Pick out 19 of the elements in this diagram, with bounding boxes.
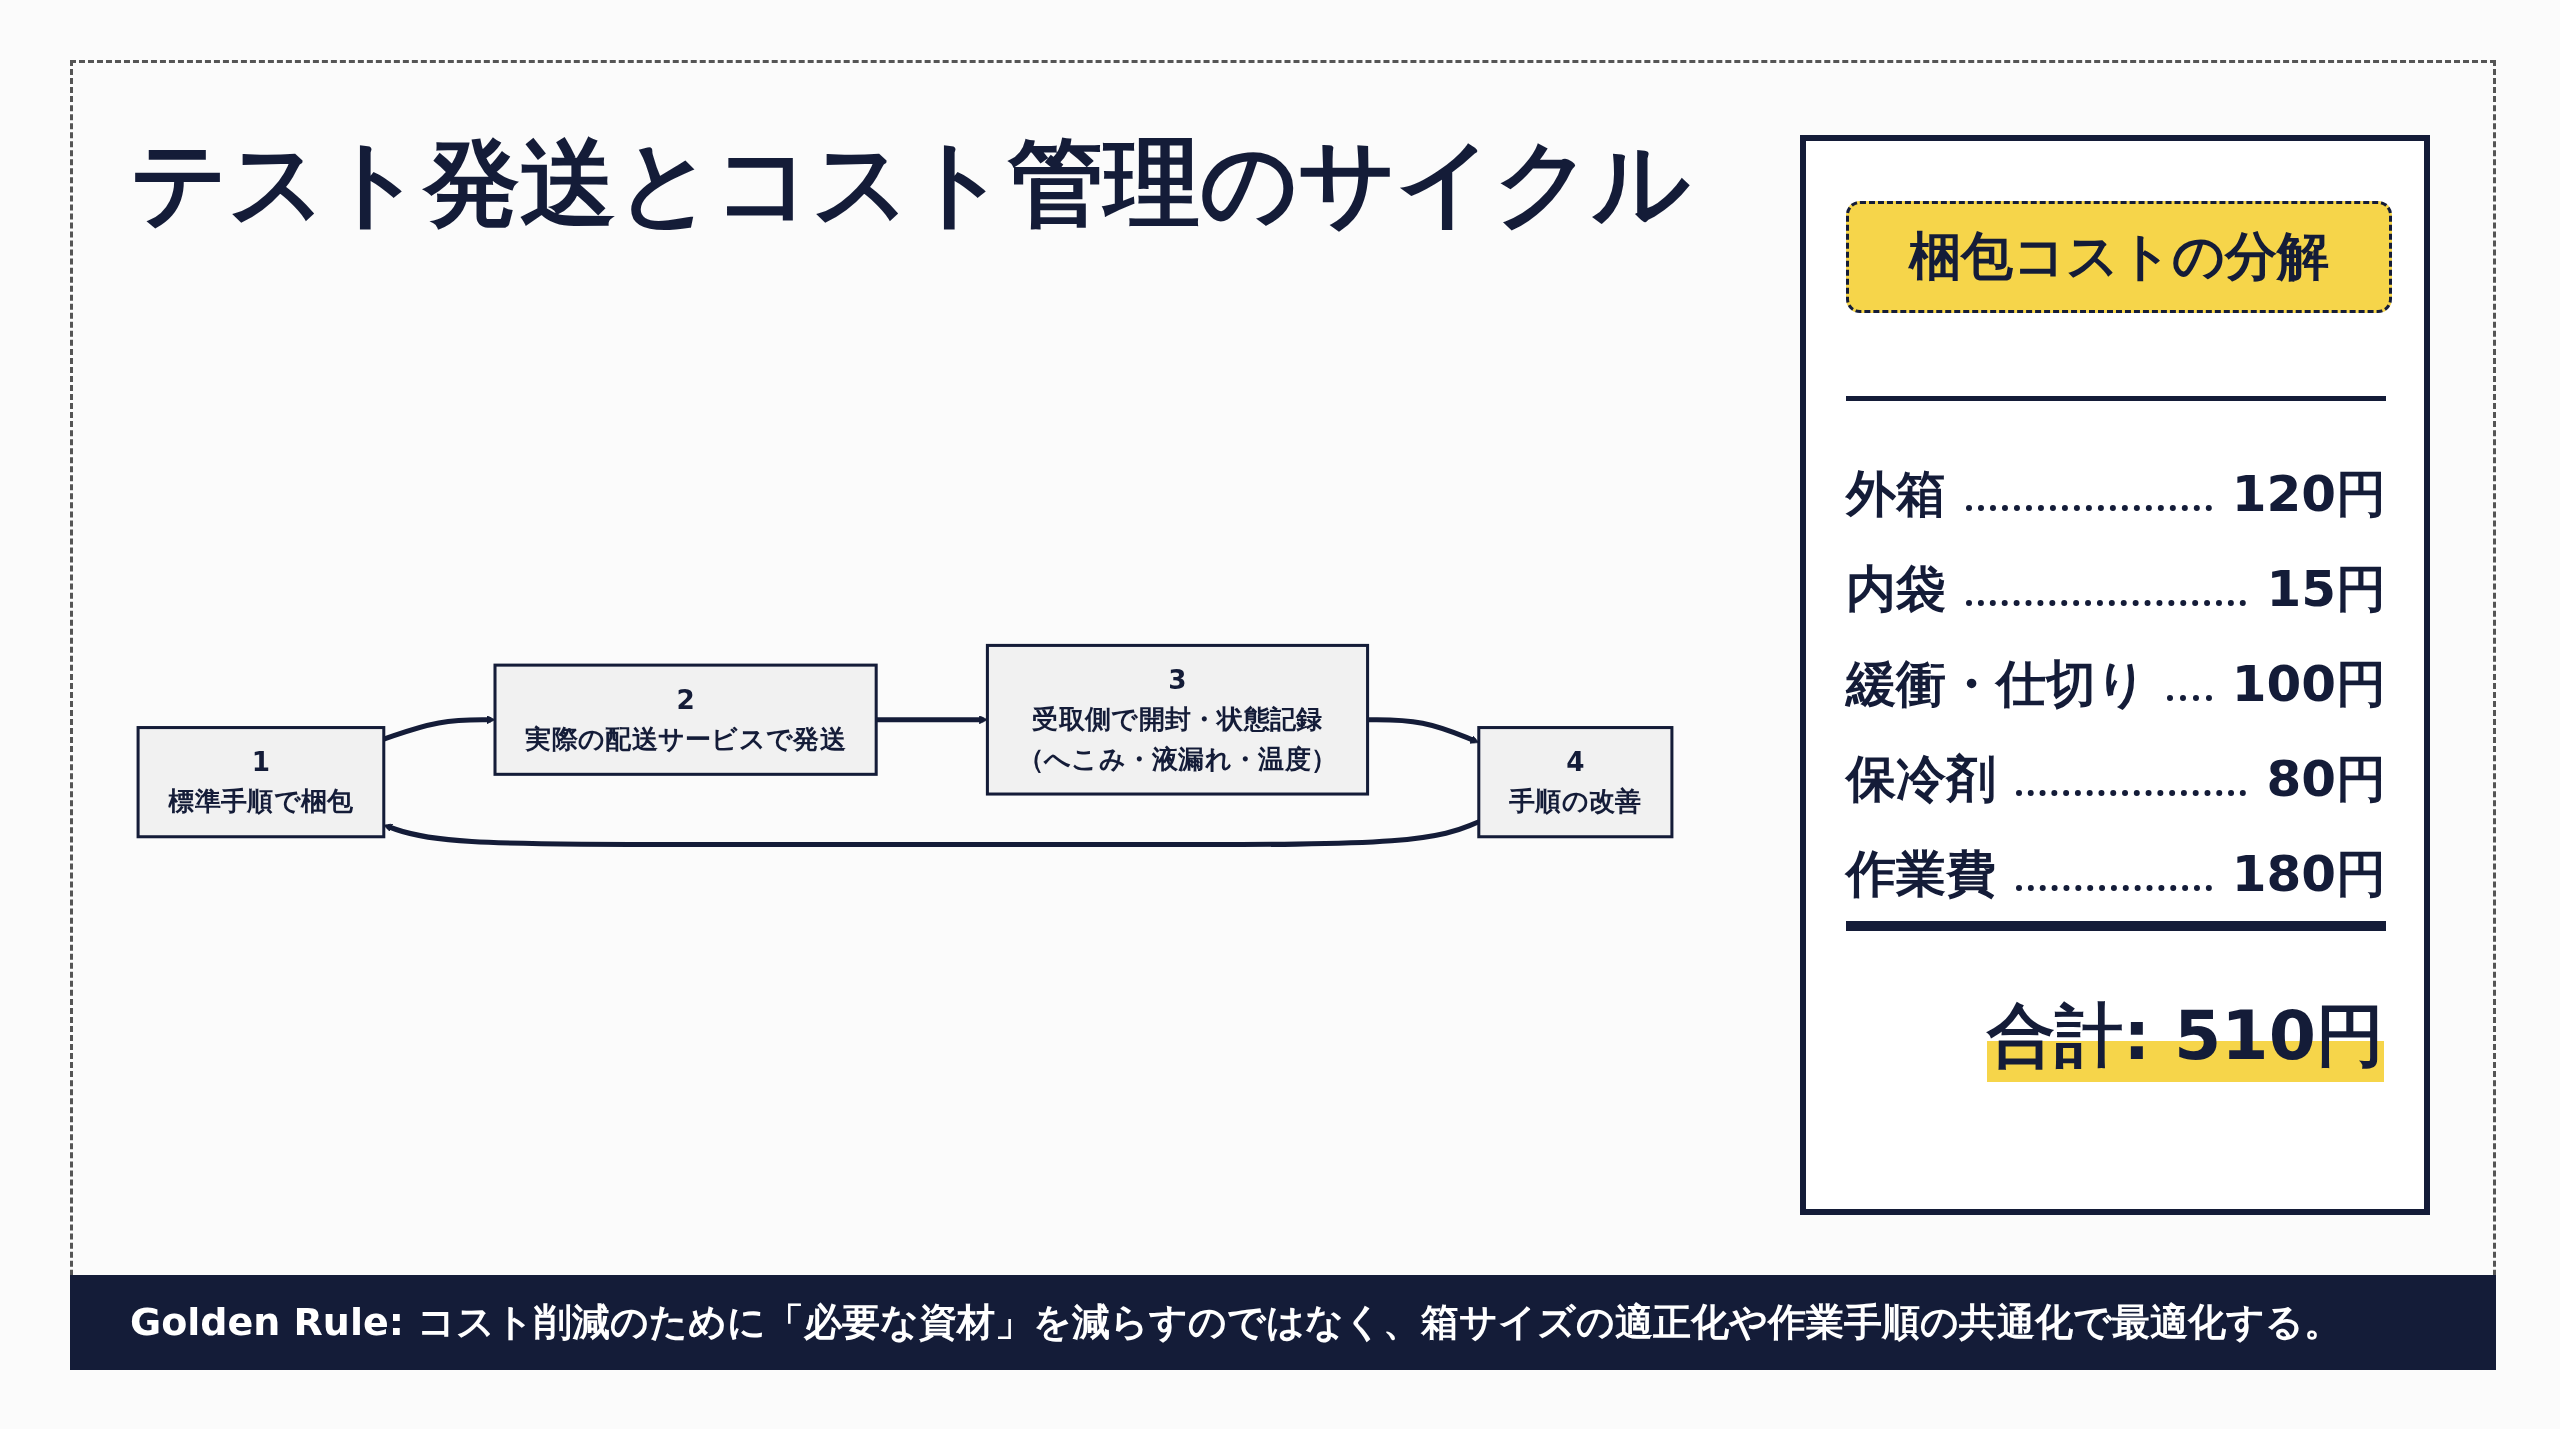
cycle-diagram: 1 標準手順で梱包 2 実際の配送サービスで発送 3 受取側で開封・状態記録 （へこみ・液漏れ・温度） 4 手順の改善 — [130, 270, 1680, 1220]
arrow — [876, 715, 988, 725]
golden-rule-banner: Golden Rule: コスト削減のために「必要な資材」を減らすのではなく、箱サイズの適正化や作業手順の共通化で最適化する。 — [70, 1275, 2496, 1370]
cost-value: 100円 — [2231, 654, 2386, 715]
title: テスト発送とコスト管理のサイクル — [130, 126, 1690, 241]
node-box — [136, 726, 386, 839]
cost-value: 15円 — [2266, 559, 2386, 620]
cost-item: 保冷剤 — [1846, 749, 1996, 810]
cost-value: 80円 — [2266, 749, 2386, 810]
node-box — [985, 643, 1370, 796]
cost-item: 作業費 — [1846, 844, 1996, 905]
cost-item: 外箱 — [1846, 464, 1946, 525]
panel-heading: 梱包コストの分解 — [1846, 201, 2392, 313]
cost-item: 内袋 — [1846, 559, 1946, 620]
cost-item: 緩衝・仕切り — [1846, 654, 2147, 715]
cost-value: 120円 — [2231, 464, 2386, 525]
cost-value: 180円 — [2231, 844, 2386, 905]
node-box — [1477, 726, 1674, 839]
node-box — [493, 663, 878, 776]
